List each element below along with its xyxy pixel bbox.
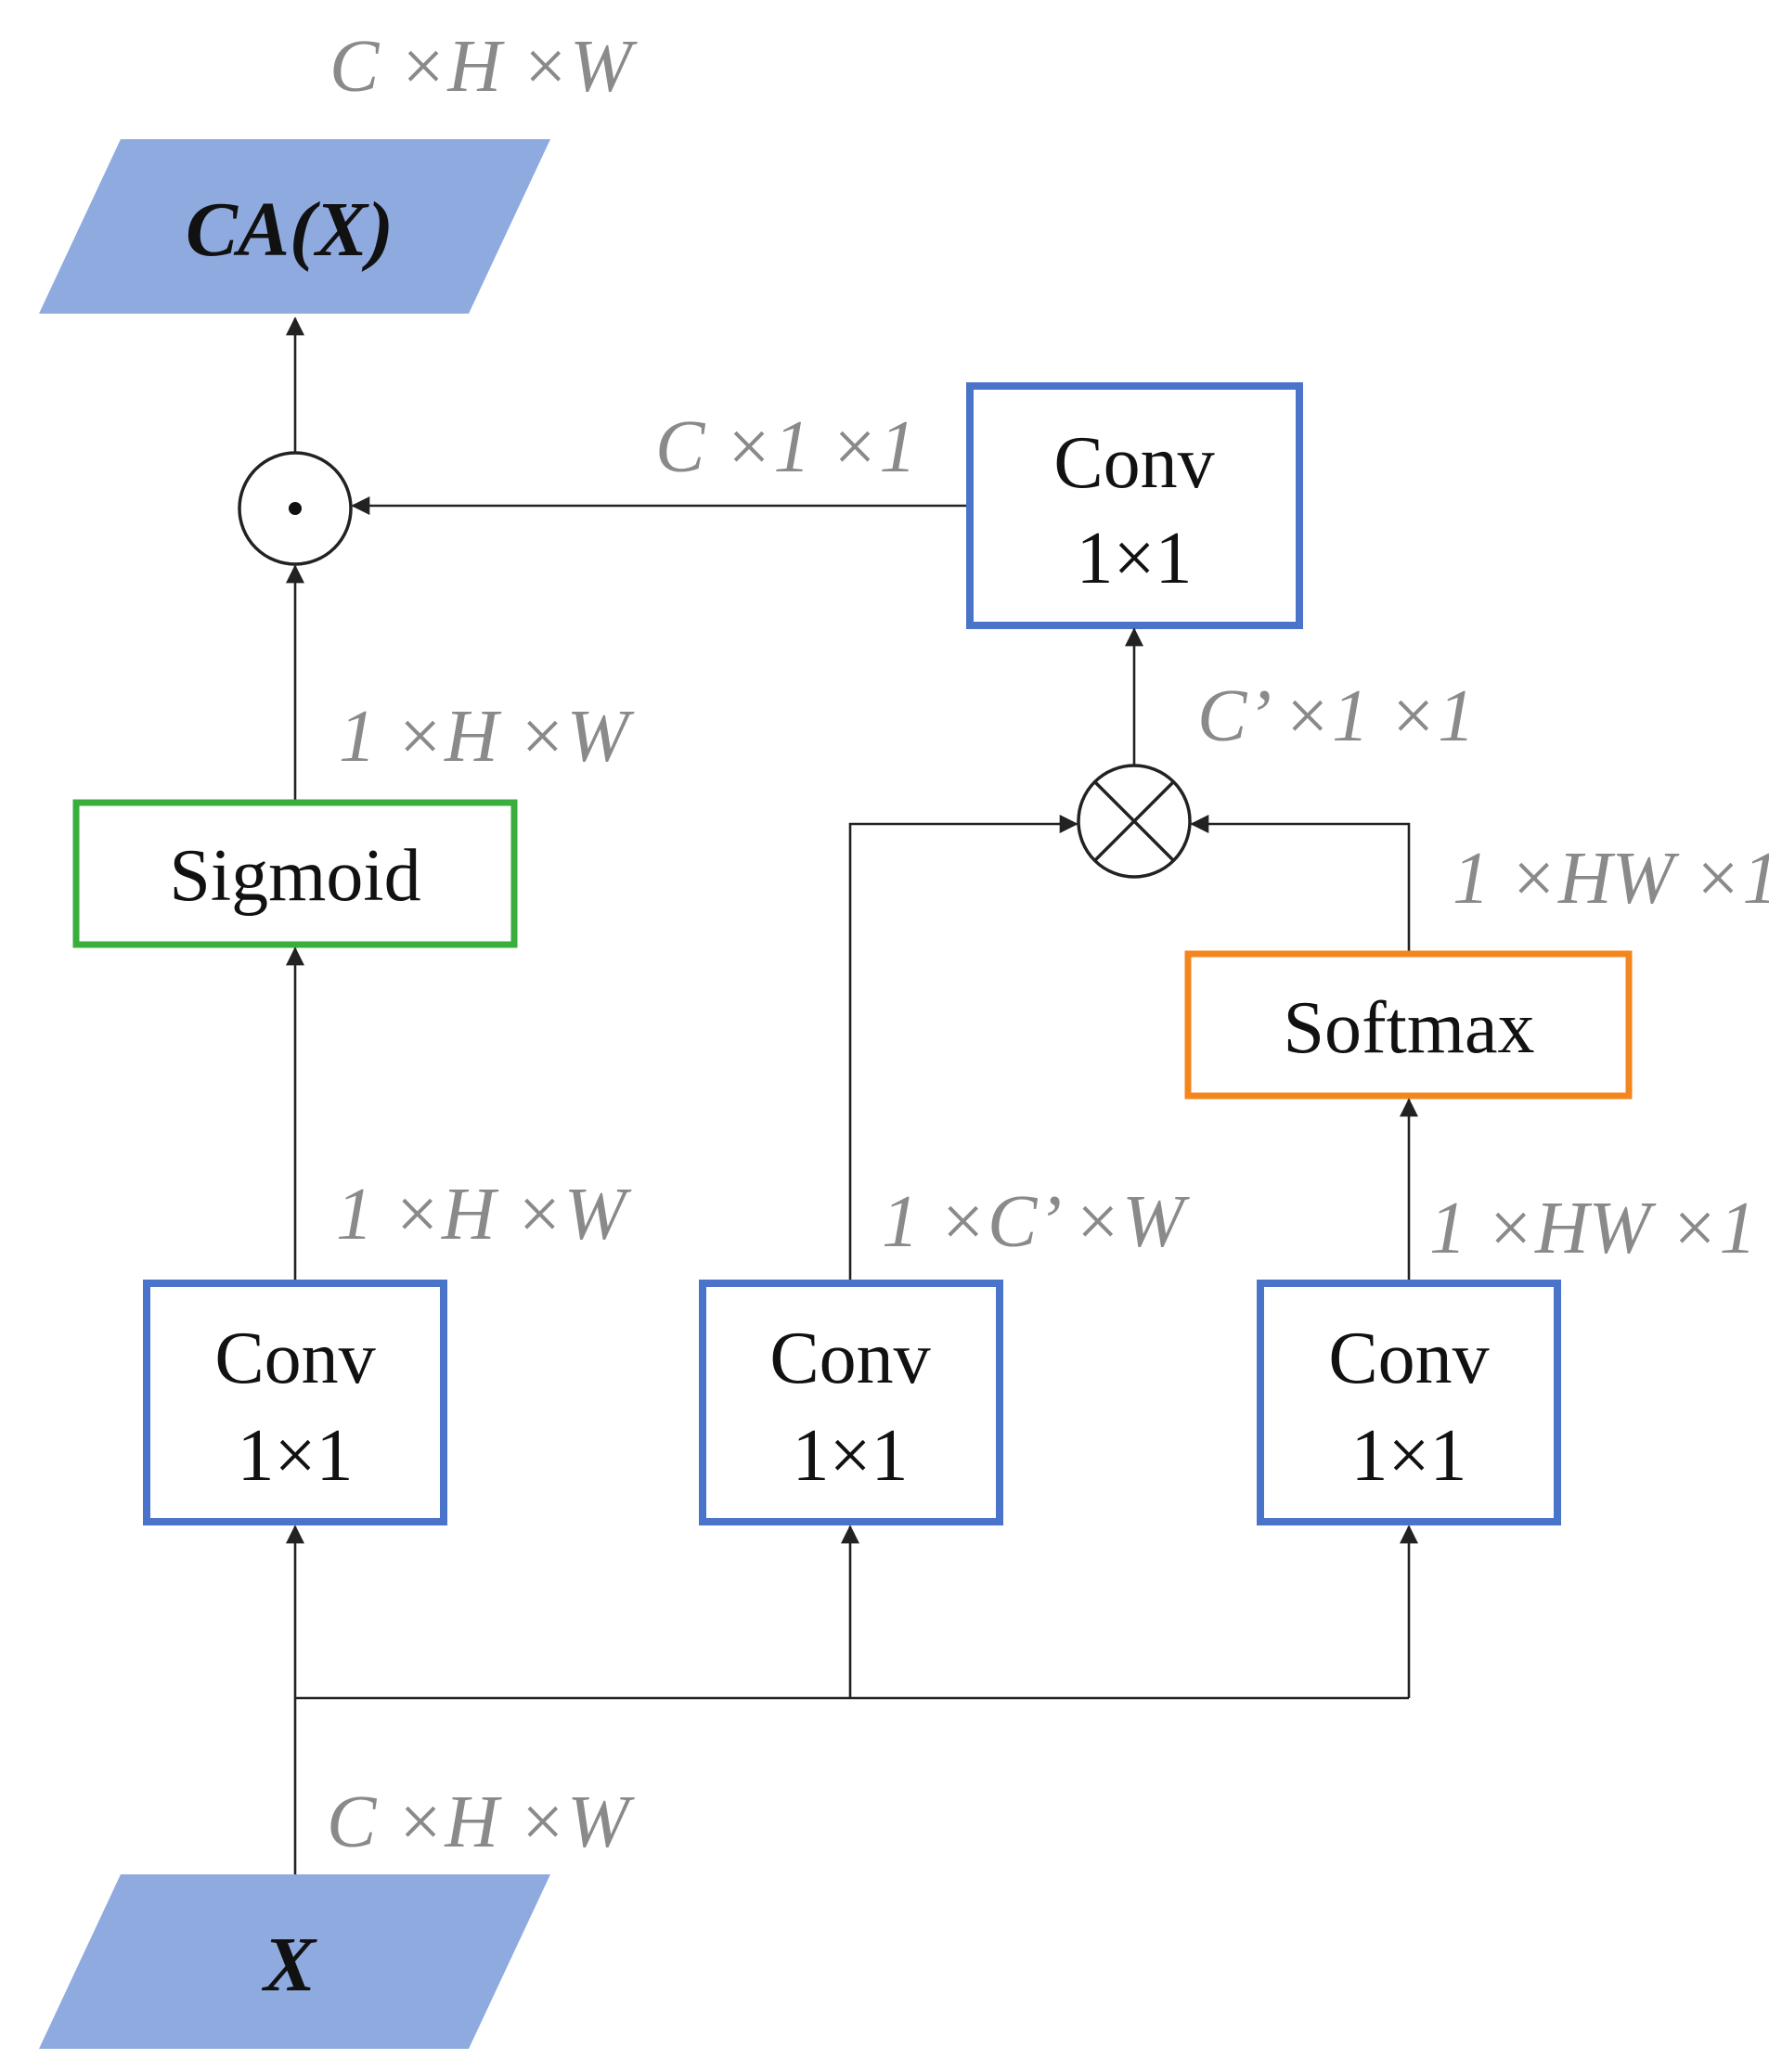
right-conv-title: Conv xyxy=(1328,1318,1489,1399)
left-conv-title: Conv xyxy=(214,1318,375,1399)
matrix-multiply-icon xyxy=(1077,764,1192,879)
sigmoid-out-dim-label: 1 ×H ×W xyxy=(339,696,635,778)
right-conv-box: Conv 1×1 xyxy=(1257,1280,1561,1525)
right-conv-size: 1×1 xyxy=(1350,1415,1466,1497)
sigmoid-label: Sigmoid xyxy=(169,835,420,917)
top-conv-out-dim-label: C ×1 ×1 xyxy=(655,406,916,488)
right-conv-out-dim-label: 1 ×HW ×1 xyxy=(1429,1188,1756,1269)
output-label: CA(X) xyxy=(186,187,394,273)
output-dim-label: C ×H ×W xyxy=(329,26,638,108)
mid-conv-title: Conv xyxy=(769,1318,930,1399)
softmax-out-dim-label: 1 ×HW ×1 xyxy=(1453,838,1769,920)
input-shape xyxy=(39,1874,550,2049)
top-conv-title: Conv xyxy=(1053,422,1214,504)
top-conv-size: 1×1 xyxy=(1076,518,1192,599)
input-dim-label: C ×H ×W xyxy=(327,1782,635,1863)
left-conv-out-dim-label: 1 ×H ×W xyxy=(336,1174,632,1255)
output-node: CA(X) xyxy=(39,139,550,314)
arrow-midconv-to-matmul xyxy=(848,815,1078,1281)
input-label: X xyxy=(261,1922,317,2008)
mid-conv-size: 1×1 xyxy=(792,1415,908,1497)
input-node: X xyxy=(39,1874,550,2049)
left-conv-box: Conv 1×1 xyxy=(143,1280,447,1525)
element-wise-product-icon xyxy=(238,451,353,566)
mid-conv-out-dim-label: 1 ×C’ ×W xyxy=(882,1181,1190,1263)
left-conv-size: 1×1 xyxy=(237,1415,353,1497)
arrow-softmax-to-matmul xyxy=(1190,815,1411,952)
softmax-box: Softmax xyxy=(1184,950,1633,1100)
mid-conv-box: Conv 1×1 xyxy=(699,1280,1003,1525)
output-shape xyxy=(39,139,550,314)
top-conv-box: Conv 1×1 xyxy=(966,382,1303,629)
softmax-label: Softmax xyxy=(1283,987,1534,1069)
matmul-out-dim-label: C’ ×1 ×1 xyxy=(1197,676,1475,757)
sigmoid-box: Sigmoid xyxy=(72,799,518,948)
